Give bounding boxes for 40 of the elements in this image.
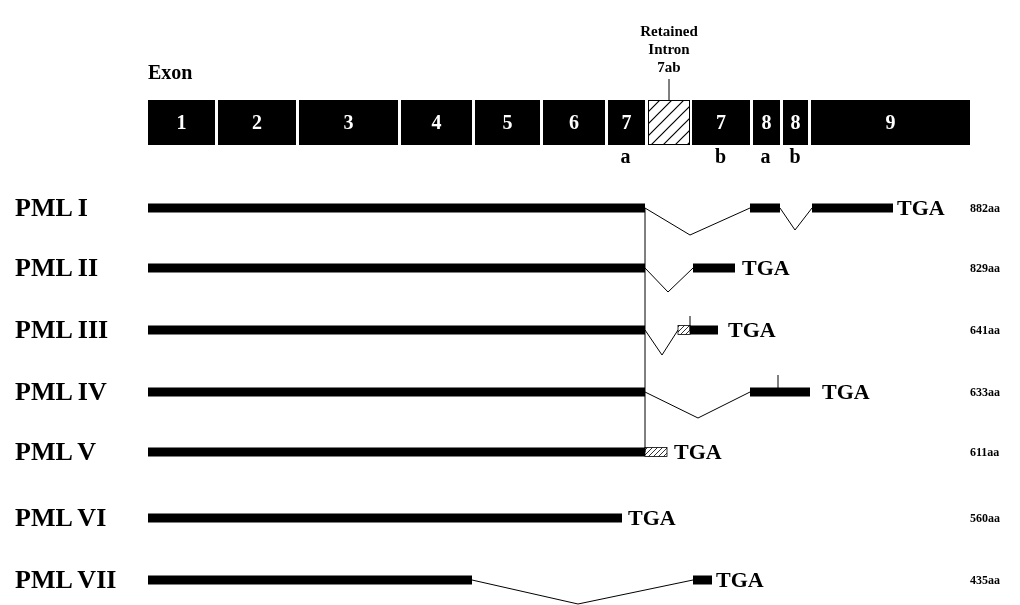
isoform-name: PML V bbox=[15, 436, 97, 468]
protein-length: 633aa bbox=[970, 384, 1000, 400]
protein-length: 829aa bbox=[970, 260, 1000, 276]
exon-box: 5 bbox=[475, 100, 540, 145]
stop-codon-label: TGA bbox=[674, 438, 722, 466]
leader-line bbox=[668, 78, 670, 101]
exon-sublabel: a bbox=[760, 145, 771, 168]
callout-text: Retained Intron 7ab bbox=[636, 22, 702, 76]
isoform-name: PML IV bbox=[15, 376, 107, 408]
exon-box: 9 bbox=[811, 100, 970, 145]
stop-codon-label: TGA bbox=[628, 504, 676, 532]
exon-heading: Exon bbox=[148, 60, 193, 84]
protein-length: 611aa bbox=[970, 444, 1000, 460]
exon-box: 1 bbox=[148, 100, 215, 145]
isoform-name: PML II bbox=[15, 252, 99, 284]
protein-length: 560aa bbox=[970, 510, 1000, 526]
protein-length: 882aa bbox=[970, 200, 1000, 216]
exon-box: 8 bbox=[783, 100, 808, 145]
exon-box: 8 bbox=[753, 100, 780, 145]
protein-length: 435aa bbox=[970, 572, 1000, 588]
exon-box: 6 bbox=[543, 100, 605, 145]
exon-sublabel: b bbox=[715, 145, 727, 168]
exon-box: 7 bbox=[692, 100, 750, 145]
stop-codon-label: TGA bbox=[897, 194, 945, 222]
exon-box: 7 bbox=[608, 100, 645, 145]
exon-box: 3 bbox=[299, 100, 398, 145]
stop-codon-label: TGA bbox=[742, 254, 790, 282]
isoform-name: PML I bbox=[15, 192, 88, 224]
retained-intron-box bbox=[648, 100, 690, 145]
exon-box: 4 bbox=[401, 100, 472, 145]
isoform-name: PML III bbox=[15, 314, 109, 346]
exon-sublabel: a bbox=[620, 145, 631, 168]
stop-codon-label: TGA bbox=[822, 378, 870, 406]
stop-codon-label: TGA bbox=[728, 316, 776, 344]
exon-sublabel: b bbox=[789, 145, 801, 168]
exon-box: 2 bbox=[218, 100, 296, 145]
stop-codon-label: TGA bbox=[716, 566, 764, 594]
protein-length: 641aa bbox=[970, 322, 1000, 338]
isoform-name: PML VII bbox=[15, 564, 117, 596]
isoform-name: PML VI bbox=[15, 502, 107, 534]
